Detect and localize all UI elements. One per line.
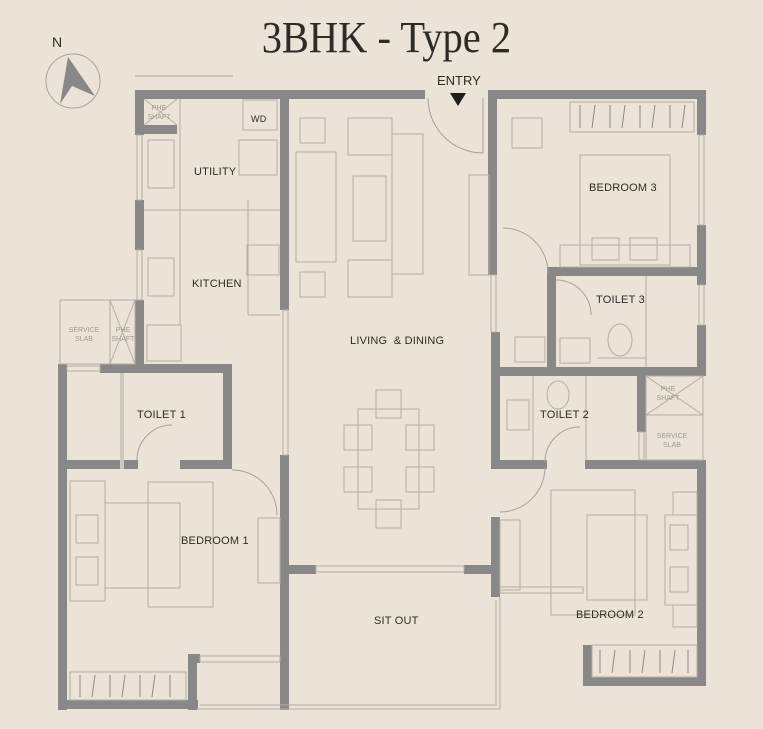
compass-label: N [52,34,63,50]
room-label-living-dining: LIVING & DINING [350,335,445,347]
outline-lines [59,98,705,710]
room-label-utility: UTILITY [194,166,237,178]
room-label-kitchen: KITCHEN [192,278,242,290]
door-swings [136,97,592,516]
walls [58,90,706,710]
entry-label: ENTRY [437,73,481,88]
service-slab-label: SERVICE SLAB [656,433,688,449]
room-label-sit-out: SIT OUT [374,615,419,627]
phe-shaft-label: PHE SHAFT [656,386,680,402]
room-label-toilet1: TOILET 1 [137,409,186,421]
room-label-bedroom1: BEDROOM 1 [181,535,249,547]
room-label-bedroom3: BEDROOM 3 [589,182,657,194]
room-label-toilet2: TOILET 2 [540,409,589,421]
wardrobe-hatching [79,104,689,698]
service-slab-label: SERVICE SLAB [68,327,100,343]
entry-arrow-icon [450,93,466,106]
room-label-bedroom2: BEDROOM 2 [576,609,644,621]
north-compass-icon [45,53,101,109]
phe-shaft-label: PHE SHAFT [147,105,171,121]
page-title: 3BHK - Type 2 [261,13,512,62]
washer-dryer-label: WD [251,114,267,124]
room-label-toilet3: TOILET 3 [596,294,645,306]
phe-shaft-label: PHE SHAFT [111,327,135,343]
